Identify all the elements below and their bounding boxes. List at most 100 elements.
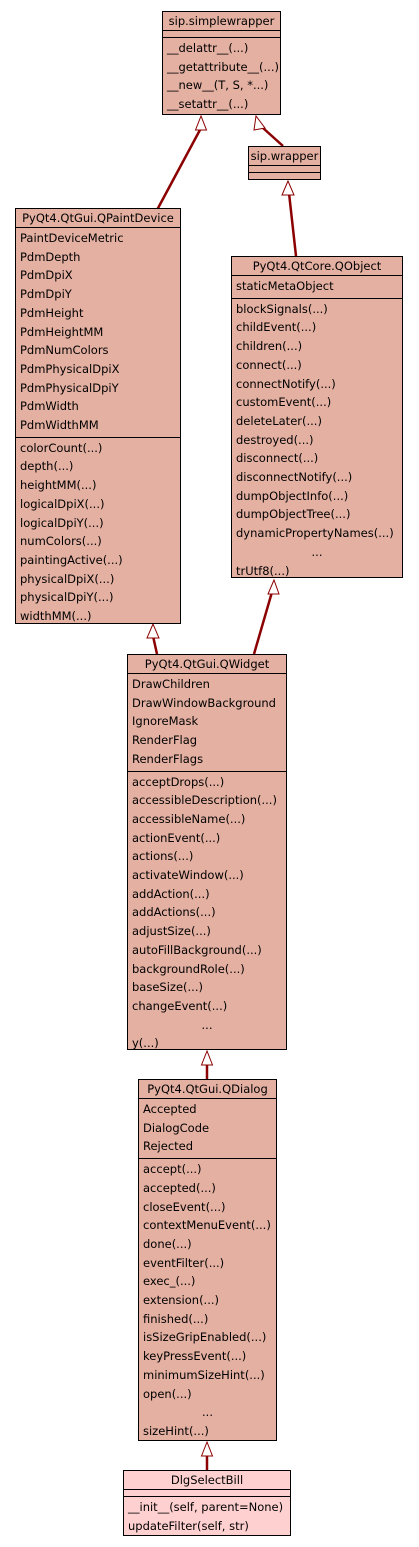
method-row: logicalDpiX(...) [20,496,105,511]
class-title: PyQt4.QtGui.QDialog [139,1080,276,1099]
methods-section: colorCount(...)depth(...)heightMM(...)lo… [16,438,180,628]
method-row: widthMM(...) [20,609,92,624]
arrowhead-qobject [267,578,280,595]
method-row: accepted(...) [143,1180,216,1195]
class-title: PyQt4.QtGui.QWidget [128,655,286,674]
method-row: accessibleDescription(...) [132,793,277,808]
edge-qpaintdevice-simplewrapper [155,127,203,211]
methods-section: __init__(self, parent=None) updateFilter(… [124,1497,290,1537]
attributes-section [124,1490,290,1497]
class-sip-simplewrapper[interactable]: sip.simplewrapper __delattr__(...) __geta… [162,11,281,115]
class-title: PyQt4.QtCore.QObject [232,257,402,276]
edge-qobject-wrapper [287,192,298,257]
attribute-row: IgnoreMask [132,714,199,729]
method-row: disconnect(...) [236,451,319,466]
attribute-row: PaintDeviceMetric [20,231,124,245]
method-row: eventFilter(...) [143,1255,225,1270]
method-row: baseSize(...) [132,980,203,995]
method-row: addActions(...) [132,905,216,920]
class-sip-wrapper[interactable]: sip.wrapper [248,146,321,180]
method-row: closeEvent(...) [143,1199,226,1214]
attribute-row: PdmHeight [20,305,84,320]
method-row: children(...) [236,339,303,354]
attribute-row: Rejected [143,1139,194,1154]
method-row: backgroundRole(...) [132,961,245,976]
method-row: y(...) [132,1036,159,1051]
method-row: exec_(...) [143,1274,196,1289]
method-row: actions(...) [132,849,194,864]
attribute-row: DrawWindowBackground [132,695,276,710]
method-row: isSizeGripEnabled(...) [143,1330,267,1345]
method-row: __setattr__(...) [167,97,249,112]
attribute-row: PdmWidthMM [20,418,99,433]
ellipsis-row: ... [202,1405,213,1420]
method-row: destroyed(...) [236,432,314,447]
method-row: logicalDpiY(...) [20,515,104,530]
method-row: __getattribute__(...) [167,59,279,74]
method-row: accept(...) [143,1162,202,1177]
method-row: physicalDpiY(...) [20,590,114,605]
attribute-row: PdmPhysicalDpiX [20,361,120,376]
method-row: connectNotify(...) [236,376,336,391]
method-row: updateFilter(self, str) [128,1518,249,1533]
method-row: finished(...) [143,1311,209,1326]
method-row: deleteLater(...) [236,413,322,428]
method-row: acceptDrops(...) [132,774,225,789]
methods-section: accept(...) accepted(...) closeEvent(...) c… [139,1159,276,1443]
class-title: PyQt4.QtGui.QPaintDevice [16,209,180,228]
method-row: paintingActive(...) [20,552,123,567]
method-row: adjustSize(...) [132,924,211,939]
method-row: __new__(T, S, *...) [167,78,269,93]
class-qobject[interactable]: PyQt4.QtCore.QObject staticMetaObject bl… [231,256,403,578]
methods-section: blockSignals(...)childEvent(...)children… [232,299,402,583]
attribute-row: Accepted [143,1102,197,1116]
method-row: dynamicPropertyNames(...) [236,526,394,541]
method-row: disconnectNotify(...) [236,470,353,485]
method-row: activateWindow(...) [132,868,244,883]
method-row: done(...) [143,1236,192,1251]
method-row: connect(...) [236,357,302,372]
method-row: contextMenuEvent(...) [143,1218,271,1233]
method-row: customEvent(...) [236,395,332,410]
method-row: extension(...) [143,1293,220,1308]
attribute-row: PdmNumColors [20,343,109,358]
edge-qwidget-qpaintdevice [151,635,159,655]
arrowhead-qwidget [200,1049,214,1066]
arrowhead-qpaintdevice [146,622,160,639]
method-row: trUtf8(...) [236,563,290,578]
arrowhead-wrapper [281,179,295,196]
method-row: dumpObjectInfo(...) [236,488,349,503]
method-row: changeEvent(...) [132,998,228,1013]
methods-section [249,173,320,179]
attribute-row: RenderFlag [132,733,198,748]
attributes-section [249,166,320,173]
arrowhead-simplewrapper-left [194,114,208,131]
class-qpaintdevice[interactable]: PyQt4.QtGui.QPaintDevice PaintDeviceMetr… [15,208,181,624]
method-row: __init__(self, parent=None) [128,1500,284,1514]
attribute-row: PdmHeightMM [20,324,104,339]
ellipsis-row: ... [201,1017,213,1032]
arrowhead-simplewrapper-right [253,114,266,131]
method-row: numColors(...) [20,534,102,549]
attribute-row: RenderFlags [132,751,204,766]
attributes-section [163,31,280,38]
methods-section: __delattr__(...) __getattribute__(...) __n… [163,38,280,116]
method-row: accessibleName(...) [132,811,246,826]
attribute-row: DrawChildren [132,677,210,691]
method-row: sizeHint(...) [143,1423,209,1438]
method-row: __delattr__(...) [167,41,249,55]
method-row: keyPressEvent(...) [143,1349,247,1364]
class-dlgselectbill[interactable]: DlgSelectBill __init__(self, parent=None… [123,1470,291,1536]
method-row: actionEvent(...) [132,830,221,845]
attribute-row: DialogCode [143,1120,210,1135]
class-title: sip.simplewrapper [163,12,280,31]
arrowhead-qdialog [200,1440,214,1457]
method-row: dumpObjectTree(...) [236,507,351,522]
attribute-row: PdmDepth [20,249,81,264]
